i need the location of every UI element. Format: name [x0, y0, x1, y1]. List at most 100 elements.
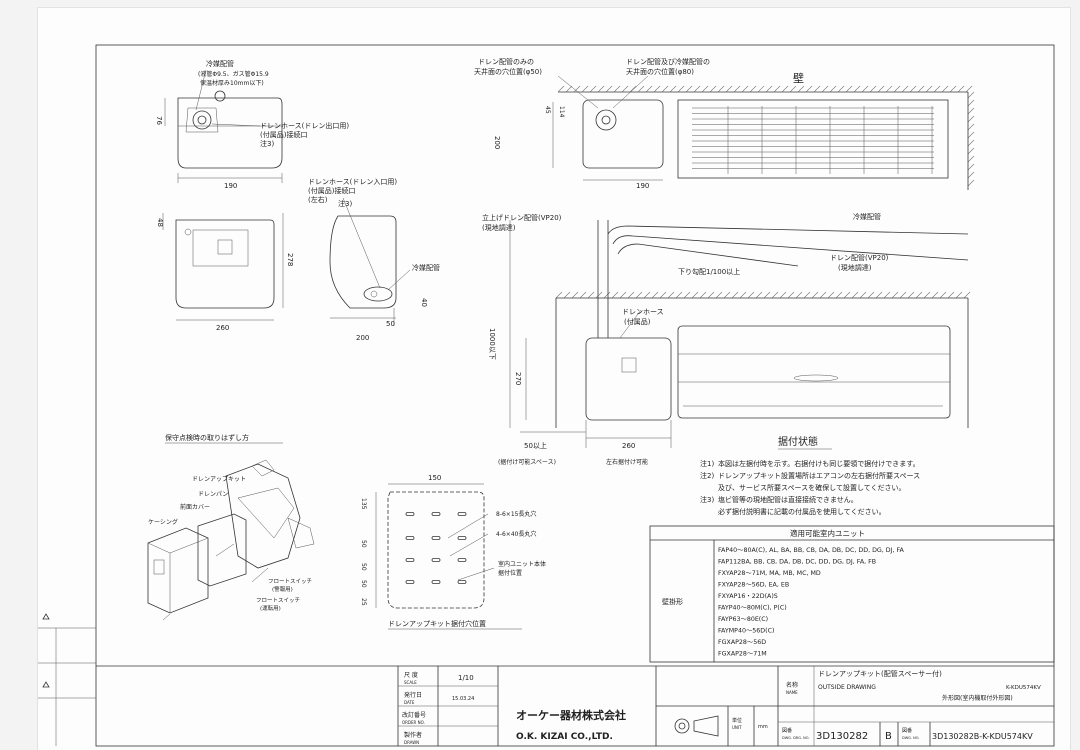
notes: 注1) 本図は左据付時を示す。右据付けも同じ要領で据付けできます。 注2) ドレ…	[700, 459, 920, 516]
drawing-number: 3D130282	[816, 731, 868, 742]
drain-hose-outlet-note: 注3)	[260, 139, 274, 148]
unit-grille-top	[692, 106, 934, 174]
scale-sub: SCALE	[404, 680, 417, 685]
float-switch-run: フロートスイッチ	[256, 597, 300, 604]
dim-190-top: 190	[224, 182, 237, 190]
revision-mark-a	[42, 613, 50, 620]
drawing-border	[95, 44, 1055, 747]
mounting-hole	[457, 536, 467, 540]
dim-260-install: 260	[622, 442, 635, 450]
riser-drain-label: 立上げドレン配管(VP20)	[482, 213, 562, 222]
mounting-hole	[405, 580, 415, 584]
dim-190-ceiling: 190	[636, 182, 649, 190]
applicable-units-table: 適用可能室内ユニット 壁掛形 FAP40〜80A(C), AL, BA, BB,…	[649, 525, 1055, 663]
drain-pipe-sub: (現地調達)	[838, 263, 872, 272]
note-3-label: 注3)	[700, 495, 714, 504]
dim-150: 150	[428, 474, 441, 482]
model-code: K-KDU574KV	[1006, 685, 1041, 691]
wall-label: 壁	[793, 71, 804, 85]
hole-spec-1: 8-6×15長丸穴	[496, 510, 536, 518]
model-row: FGXAP28〜56D	[718, 639, 766, 646]
mount-position-2: 据付位置	[498, 569, 522, 577]
unit-sub: UNIT	[732, 725, 742, 730]
unit-value: mm	[758, 724, 768, 730]
hole-section-title: ドレンアップキット据付穴位置	[388, 619, 486, 628]
mounting-hole	[431, 580, 441, 584]
product-name: ドレンアップキット(配管スペーサー付)	[818, 669, 942, 678]
drain-only-hole-sub: 天井面の穴位置(φ50)	[474, 67, 542, 76]
drain-kit-label: ドレンアップキット	[192, 476, 246, 483]
table-row-label: 壁掛形	[662, 597, 683, 606]
name-sub: NAME	[786, 690, 798, 695]
model-row: FAP40〜80A(C), AL, BA, BB, CB, DA, DB, DC…	[718, 547, 905, 554]
dim-40: 40	[420, 298, 428, 307]
unit-label: 単位	[732, 717, 742, 724]
mod-label: 改訂番号	[402, 711, 426, 719]
name-label: 名称	[786, 681, 798, 689]
dim-48: 48	[156, 218, 164, 227]
dim-50b: 50	[360, 563, 367, 571]
cover-label: 前面カバー	[180, 503, 210, 511]
drawn-label: 製作者	[404, 731, 422, 739]
drain-hose-outlet-sub: (付属品)接続口	[260, 130, 307, 139]
drain-only-hole-label: ドレン配管のみの	[478, 57, 534, 66]
drain-ref-hole-sub: 天井面の穴位置(φ80)	[626, 67, 694, 76]
dim-50c: 50	[360, 580, 367, 588]
model-row: FXYAP28〜71M, MA, MB, MC, MD	[718, 570, 821, 577]
riser-drain-sub: (現地調達)	[482, 223, 516, 232]
scale-value: 1/10	[458, 674, 474, 682]
float-switch-alarm: フロートスイッチ	[268, 578, 312, 585]
mounting-holes	[405, 512, 467, 584]
mounting-hole	[457, 512, 467, 516]
company-en: O.K. KIZAI CO.,LTD.	[516, 732, 613, 742]
company-jp: オーケー器材株式会社	[516, 708, 626, 722]
install-state-title: 据付状態	[778, 435, 818, 448]
dim-25: 25	[360, 598, 367, 606]
drain-ref-hole-label: ドレン配管及び冷媒配管の	[626, 57, 710, 66]
note-3-cont: 必ず据付説明書に記載の付属品を使用してください。	[718, 507, 886, 516]
maintenance-view: 保守点検時の取りはずし方 ドレンアップキット ドレンパン 前面カバー ケーシング…	[147, 433, 315, 621]
note-2-cont: 及び、サービス所要スペースを確保して設置してください。	[718, 483, 906, 492]
rev-label: 図番	[902, 727, 912, 734]
lr-install-label: 左右据付け可能	[606, 458, 648, 466]
note-2-text: ドレンアップキット設置場所はエアコンの左右据付所要スペース	[718, 471, 920, 480]
model-row: FXYAP16・22D(A)S	[718, 593, 778, 600]
title-block: 尺 度 SCALE 1/10 発行日 DATE 15.03.24 改訂番号 OR…	[397, 666, 1054, 746]
dim-50a: 50	[360, 540, 367, 548]
hole-position-view: 150 135 50 50 50 25 8-6×15長丸穴 4-6×40長丸穴 …	[360, 474, 546, 630]
drain-hose-outlet-label: ドレンホース(ドレン出口用)	[260, 121, 349, 130]
projection-symbol	[674, 718, 690, 734]
drain-pan-label: ドレンパン	[198, 491, 228, 498]
install-space-label: (据付け可能スペース)	[498, 458, 556, 466]
maintenance-title: 保守点検時の取りはずし方	[165, 433, 249, 442]
slope-label: 下り勾配1/100以上	[678, 267, 740, 276]
drawing-type-en: OUTSIDE DRAWING	[818, 684, 876, 691]
dim-278: 278	[286, 253, 294, 266]
drain-hose-install: ドレンホース	[622, 308, 664, 316]
dim-260-front: 260	[216, 324, 229, 332]
side-view: ドレンホース(ドレン入口用) (付属品)接続口 (左右) 注3) 冷媒配管 40…	[308, 178, 440, 342]
mod-sub: ORDER NO.	[402, 720, 425, 725]
dim-76: 76	[155, 116, 163, 125]
note-1-label: 注1)	[700, 459, 714, 468]
drain-pipe-label: ドレン配管(VP20)	[830, 253, 889, 262]
dim-270: 270	[514, 372, 522, 385]
drain-hose-inlet-lr: (左右)	[308, 195, 328, 204]
dim-114: 114	[558, 106, 565, 118]
front-view: 48 278 260	[156, 213, 294, 332]
dwg-no-sub: DWG. DRG. NO.	[782, 736, 810, 740]
model-row: FAYP40〜80M(C), P(C)	[718, 605, 787, 612]
drawing-type-jp: 外形図(室内機取付外形図)	[942, 694, 1013, 702]
mounting-hole	[405, 558, 415, 562]
issue-value: 15.03.24	[452, 696, 474, 702]
full-drawing-number: 3D130282B-K-KDU574KV	[932, 732, 1033, 741]
dwg-no-label: 図番	[782, 727, 792, 734]
note-1-text: 本図は左据付時を示す。右据付けも同じ要領で据付けできます。	[718, 459, 920, 468]
install-view: 立上げドレン配管(VP20) (現地調達) 冷媒配管 ドレン配管(VP20) (…	[482, 212, 969, 466]
ceiling-view: ドレン配管のみの 天井面の穴位置(φ50) ドレン配管及び冷媒配管の 天井面の穴…	[474, 57, 975, 299]
revision-letter: B	[885, 731, 892, 742]
refrigerant-pipe-install: 冷媒配管	[853, 212, 881, 221]
drawing-sheet: 冷媒配管 (液管Φ9.5、ガス管Φ15.9 保温材厚み10mm以下) ドレンホー…	[38, 8, 1070, 750]
casing-label: ケーシング	[148, 518, 178, 526]
table-header: 適用可能室内ユニット	[790, 528, 865, 538]
